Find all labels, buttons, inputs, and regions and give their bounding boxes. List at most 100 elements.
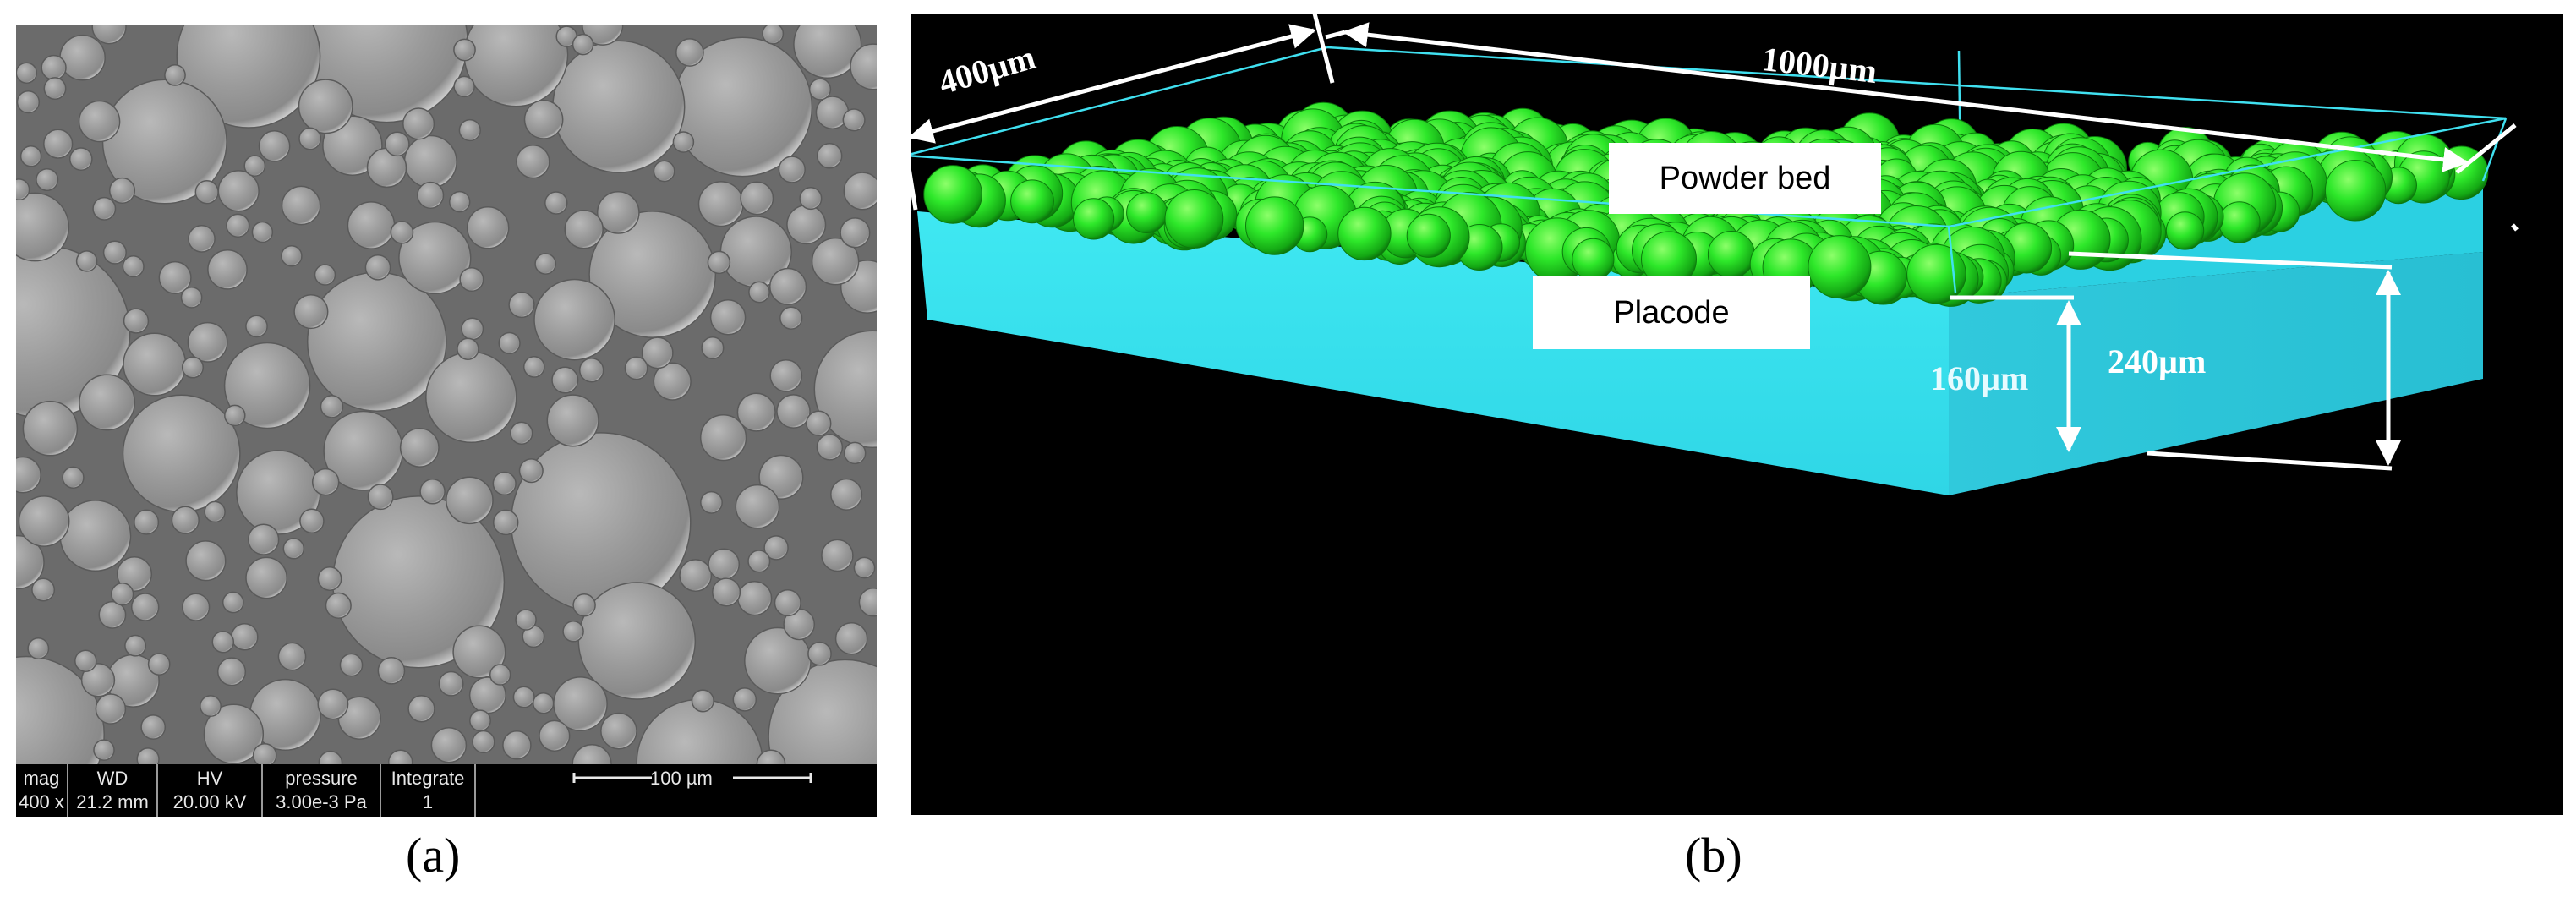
powder-particle <box>1164 189 1224 249</box>
sem-particle <box>539 719 571 752</box>
sem-particle <box>709 299 747 336</box>
sem-particle <box>223 342 311 429</box>
sem-particle <box>27 637 50 659</box>
sem-particle <box>840 217 871 249</box>
dimension-lines <box>911 14 2519 471</box>
sem-particle <box>16 178 30 201</box>
sem-particle <box>204 500 226 523</box>
sem-particle <box>258 129 291 162</box>
sem-particle <box>317 566 342 591</box>
sem-particle <box>102 240 127 265</box>
sem-particle <box>758 454 804 500</box>
sem-particle <box>245 315 268 338</box>
sem-particle <box>518 458 544 484</box>
sem-particle <box>544 191 568 215</box>
sem-particle <box>399 427 440 468</box>
sem-particle <box>306 271 447 412</box>
sem-particle <box>691 689 714 713</box>
sem-particle <box>461 317 484 341</box>
sem-particle <box>516 144 550 179</box>
sem-particle <box>367 484 394 511</box>
model-3d-view <box>911 14 2519 495</box>
dim-substrate-height-label: 160µm <box>1930 359 2029 397</box>
sem-particle <box>16 456 41 494</box>
sem-particle <box>347 201 396 249</box>
sem-particle <box>653 160 675 183</box>
sem-particle <box>675 38 704 67</box>
sem-particle <box>314 264 336 286</box>
sem-particle <box>41 54 67 81</box>
sem-particle <box>510 421 533 445</box>
sem-particle <box>224 404 246 427</box>
placode-label: Placode <box>1533 276 1810 349</box>
sem-particle <box>492 471 517 496</box>
sem-particle <box>653 362 692 401</box>
sem-particle <box>708 548 741 581</box>
sem-particle <box>200 695 222 718</box>
sem-particle <box>22 401 79 457</box>
sem-info-bar: mag 400 x WD 21.2 mm HV 20.00 kV pressur… <box>16 764 877 817</box>
powder-particle <box>1245 196 1304 255</box>
info-cell-pressure: pressure 3.00e-3 Pa <box>263 764 381 817</box>
sem-particle <box>298 79 353 134</box>
sem-particle <box>793 25 862 79</box>
info-header-integrate: Integrate <box>391 768 465 789</box>
sem-particle <box>572 743 612 764</box>
caption-b: (b) <box>1685 828 1742 883</box>
sem-particle <box>747 550 771 573</box>
sem-particle <box>740 181 774 216</box>
sem-particle <box>853 556 876 579</box>
info-value-pressure: 3.00e-3 Pa <box>276 791 367 812</box>
info-value-hv: 20.00 kV <box>172 791 247 812</box>
sem-particle <box>43 129 74 159</box>
sem-particle <box>774 589 801 617</box>
sem-particle <box>281 185 321 226</box>
sem-particle <box>532 692 555 714</box>
powder-bed-label: Powder bed <box>1609 143 1881 214</box>
sem-particle <box>16 192 70 262</box>
sem-particle <box>164 64 186 86</box>
info-value-wd: 21.2 mm <box>76 791 149 812</box>
sem-particle <box>458 118 481 142</box>
sem-particle <box>403 134 457 189</box>
sem-particle <box>707 250 731 275</box>
sem-particle <box>546 394 599 447</box>
sem-particle <box>858 588 877 617</box>
sem-particle <box>735 484 780 529</box>
sem-particle <box>453 75 475 98</box>
sem-particle <box>122 255 145 278</box>
sem-particle <box>19 145 42 167</box>
sem-particle <box>448 190 471 213</box>
sem-particle <box>182 593 211 621</box>
sem-particle <box>80 663 116 697</box>
powder-particle <box>2218 201 2261 243</box>
sem-particle <box>91 25 127 45</box>
sem-particle <box>248 523 280 555</box>
sem-particle <box>171 506 200 534</box>
sem-particle <box>194 180 219 205</box>
sem-micrograph: mag 400 x WD 21.2 mm HV 20.00 kV pressur… <box>16 25 877 817</box>
sem-particle <box>522 356 545 378</box>
sem-particle <box>298 127 322 150</box>
sem-particle <box>16 534 45 590</box>
info-header-mag: mag <box>23 768 60 789</box>
scale-bar-label: 100 µm <box>650 768 713 789</box>
sem-particle <box>377 656 406 685</box>
sem-particle <box>384 131 410 157</box>
sem-particle <box>207 249 248 290</box>
sem-particle <box>243 155 266 177</box>
dim-width-tick-left <box>911 164 918 211</box>
sem-particle <box>217 170 260 212</box>
sem-particle <box>469 709 491 732</box>
sem-particle <box>806 410 832 436</box>
sem-particle <box>188 225 216 253</box>
sem-particle <box>226 213 250 238</box>
sem-particle <box>111 583 134 606</box>
sem-particle <box>317 688 349 720</box>
sem-particle <box>31 577 56 602</box>
sem-particle <box>768 267 807 306</box>
sem-particle <box>407 695 435 723</box>
sem-particle <box>387 749 413 764</box>
sem-particle <box>466 206 510 249</box>
sem-particle <box>807 641 832 666</box>
